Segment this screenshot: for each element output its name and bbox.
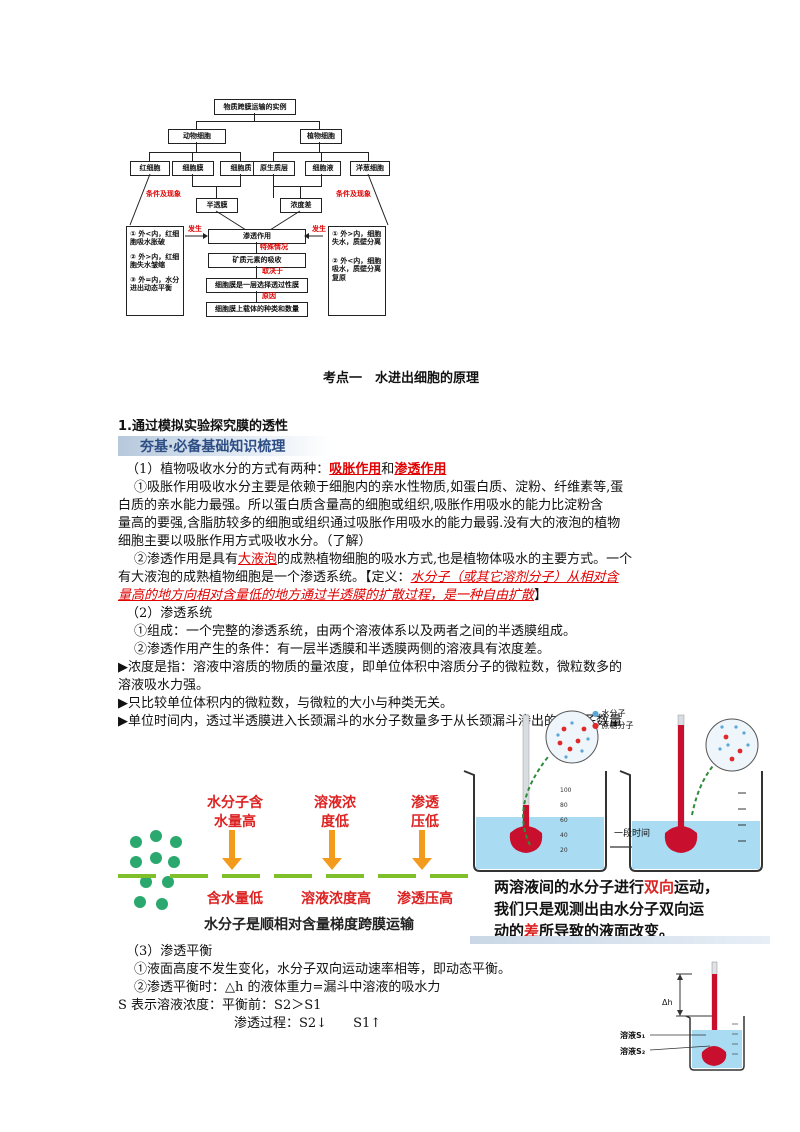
caption-underline: [470, 936, 770, 944]
text-line-7: 有大液泡的成熟植物细胞是一个渗透系统。【定义：水分子（或其它溶剂分子）从相对含: [118, 570, 619, 585]
solution-s2-label: 溶液S₂: [620, 1047, 646, 1056]
gradient-caption: 水分子是顺相对含量梯度跨膜运输: [204, 917, 414, 933]
banner-text: 夯基·必备基础知识梳理: [140, 439, 286, 455]
flow-cond-right: 条件及现象: [336, 190, 371, 198]
definition-text: 水分子（或其它溶剂分子）从相对含: [410, 570, 619, 585]
eq-line-5: 渗透过程：S2↓ S1↑: [234, 1016, 382, 1031]
scale-tick: 100: [560, 787, 572, 794]
gradient-bottom-label: 溶液浓度高: [301, 891, 371, 907]
flow-left-item: ③ 外=内，水分进出动态平衡: [130, 275, 180, 292]
legend: ● 水分子 ● 蔗糖分子: [592, 708, 634, 732]
flow-occur-right: 发生: [312, 225, 326, 233]
flow-cond-left: 条件及现象: [146, 190, 181, 198]
scale-tick: 60: [560, 817, 568, 824]
flow-selective: 细胞膜是一层选择透过性膜: [206, 278, 308, 293]
text-line-13: 溶液吸水力强。: [118, 678, 210, 693]
flow-carrier: 细胞膜上载体的种类和数量: [206, 302, 308, 317]
text-line-5: 细胞主要以吸胀作用方式吸收水分。（了解）: [118, 534, 372, 549]
text-line-2: ①吸胀作用吸收水分主要是依赖于细胞内的亲水性物质,如蛋白质、淀粉、纤维素等,蛋: [134, 480, 624, 495]
text-line-6: ②渗透作用是具有大液泡的成熟植物细胞的吸水方式,也是植物体吸水的主要方式。一个: [134, 552, 633, 567]
beaker-graphic: 100 80 60 40 20: [463, 710, 763, 872]
equilibrium-pointers: [650, 1034, 711, 1051]
flow-cytoplasm: 细胞质: [220, 161, 262, 176]
gradient-graphic: [118, 830, 468, 910]
flow-mineral: 矿质元素的吸收: [208, 253, 306, 268]
flow-occur-left: 发生: [188, 225, 202, 233]
text-line-8: 量高的地方向相对含量低的地方通过半透膜的扩散过程，是一种自由扩散】: [118, 588, 548, 603]
eq-line-3: ②渗透平衡时：△h 的液体重力=漏斗中溶液的吸水力: [134, 980, 441, 995]
highlight-imbibition: 吸胀作用: [329, 462, 382, 477]
flow-onion-cell: 洋葱细胞: [350, 161, 390, 176]
flow-right-item: ② 外<内，细胞吸水，质壁分离复原: [332, 256, 382, 282]
flow-protoplast: 原生质层: [253, 161, 295, 176]
equilibrium-graphic: [676, 961, 745, 1071]
scale-tick: 20: [560, 847, 568, 854]
text-line-3: 白质的亲水能力最强。所以蛋白质含量高的细胞或组织,吸胀作用吸水的能力比淀粉含: [118, 498, 604, 513]
eq-line-2: ①液面高度不发生变化，水分子双向运动速率相等，即动态平衡。: [134, 962, 512, 977]
flow-osmosis: 渗透作用: [208, 229, 306, 244]
flow-animal: 动物细胞: [168, 129, 226, 144]
legend-water: ● 水分子: [592, 709, 626, 718]
flow-left-box: ① 外<内，红细胞吸水胀破 ② 外>内，红细胞失水皱缩 ③ 外=内，水分进出动态…: [126, 226, 184, 316]
flow-root: 物质跨膜运输的实例: [214, 99, 296, 115]
flow-depends: 取决于: [262, 267, 283, 275]
text-line-10: ①组成：一个完整的渗透系统，由两个溶液体系以及两者之间的半透膜组成。: [134, 624, 577, 639]
flow-semipermeable: 半透膜: [196, 198, 238, 213]
flow-right-box: ① 外>内，细胞失水，质壁分离 ② 外<内，细胞吸水，质壁分离复原: [328, 226, 386, 316]
gradient-top-label: 水分子含 水量高: [207, 795, 263, 830]
scale-tick: 80: [560, 802, 568, 809]
flow-occur-arrows: [185, 233, 323, 239]
eq-line-1: （3）渗透平衡: [126, 944, 213, 959]
gradient-top-label: 溶液浓 度低: [314, 795, 356, 830]
flow-left-item: ① 外<内，红细胞吸水胀破: [130, 230, 180, 247]
subsection-title: 1.通过模拟实验探究膜的透性: [118, 419, 288, 434]
eq-line-4: S 表示溶液浓度：平衡前：S2＞S1: [118, 998, 322, 1013]
flow-concentration: 浓度差: [280, 198, 322, 213]
scale-tick: 40: [560, 832, 568, 839]
text-line-4: 量高的要强,含脂肪较多的细胞或组织通过吸胀作用吸水的能力最弱.没有大的液泡的植物: [118, 516, 621, 531]
flow-cell-sap: 细胞液: [305, 161, 341, 176]
text-line-15: ▶单位时间内，透过半透膜进入长颈漏斗的水分子数量多于从长颈漏斗渗出的水分子数量: [118, 714, 622, 729]
legend-sugar: ● 蔗糖分子: [592, 721, 634, 730]
flow-diagonal-lines: [129, 173, 389, 231]
arrow-label: 一段时间: [614, 829, 651, 839]
flow-special: 特殊情况: [260, 243, 288, 251]
definition-text: 量高的地方向相对含量低的地方通过半透膜的扩散过程，是一种自由扩散: [118, 588, 535, 603]
section-title: 考点一 水进出细胞的原理: [323, 371, 480, 386]
gradient-top-label: 渗透 压低: [411, 795, 439, 830]
flow-red-cell: 红细胞: [130, 161, 170, 176]
banner: 夯基·必备基础知识梳理: [118, 436, 332, 456]
highlight-vacuole: 大液泡: [238, 552, 278, 567]
flow-reason: 原因: [262, 292, 276, 300]
text-line-9: （2）渗透系统: [126, 606, 213, 621]
text-line-14: ▶只比较单位体积内的微粒数，与微粒的大小与种类无关。: [118, 696, 453, 711]
flow-right-item: ① 外>内，细胞失水，质壁分离: [332, 230, 382, 247]
delta-h-label: Δh: [662, 998, 673, 1007]
solution-s1-label: 溶液S₁: [620, 1031, 646, 1040]
flow-plant: 植物细胞: [300, 129, 342, 144]
flow-cell-membrane: 细胞膜: [172, 161, 214, 176]
gradient-bottom-label: 渗透压高: [397, 891, 453, 907]
text-line-1: （1）植物吸收水分的方式有两种：吸胀作用和渗透作用: [126, 462, 447, 477]
text-line-12: ▶浓度是指：溶液中溶质的物质的量浓度，即单位体积中溶质分子的微粒数，微粒数多的: [118, 660, 622, 675]
beaker-caption: 两溶液间的水分子进行双向运动， 我们只是观测出由水分子双向运 动的差所导致的液面…: [494, 878, 720, 940]
highlight-osmosis: 渗透作用: [394, 462, 447, 477]
gradient-bottom-label: 含水量低: [207, 891, 263, 907]
flow-left-item: ② 外>内，红细胞失水皱缩: [130, 252, 180, 270]
text-line-11: ②渗透作用产生的条件：有一层半透膜和半透膜两侧的溶液具有浓度差。: [134, 642, 551, 657]
